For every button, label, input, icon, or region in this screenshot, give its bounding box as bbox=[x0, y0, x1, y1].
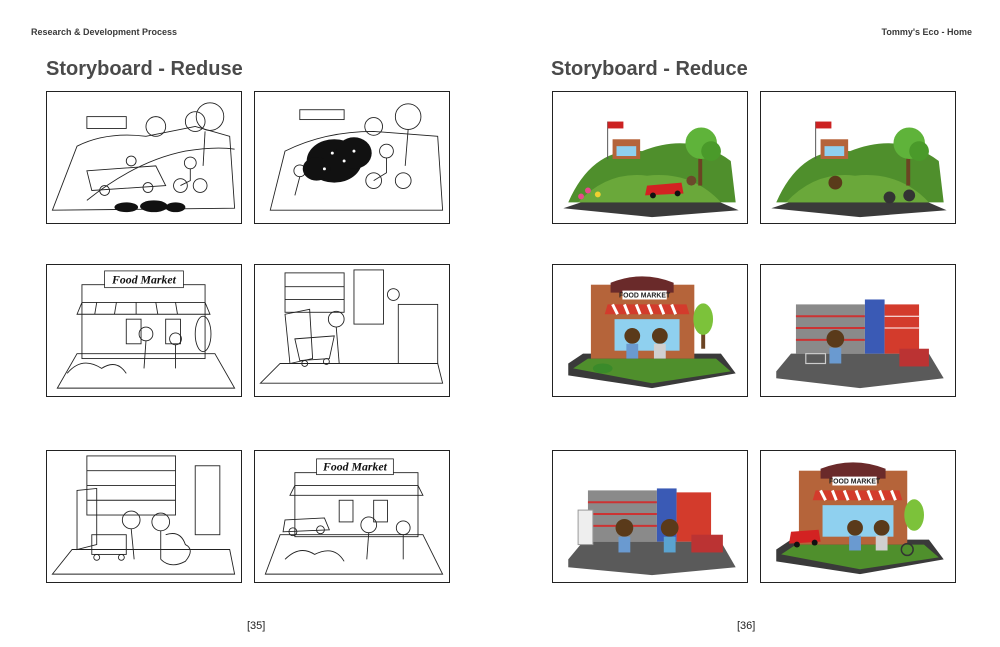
render-illustration bbox=[568, 488, 736, 576]
sketch-illustration bbox=[51, 102, 236, 213]
sketch-illustration: Food Market bbox=[264, 458, 444, 575]
food-market-sign: FOOD MARKET bbox=[619, 293, 671, 300]
render-panel-market-front: FOOD MARKET bbox=[552, 264, 748, 397]
running-header-right: Tommy's Eco - Home bbox=[881, 27, 973, 37]
sketch-panel-road-car bbox=[46, 91, 242, 224]
render-panel-market-car: FOOD MARKET bbox=[760, 450, 956, 583]
render-illustration bbox=[563, 121, 739, 218]
sketch-illustration bbox=[269, 103, 444, 211]
render-panel-shelves bbox=[552, 450, 748, 583]
sketch-illustration bbox=[259, 269, 444, 384]
page-number-left: [35] bbox=[247, 620, 266, 632]
running-header-left: Research & Development Process bbox=[31, 27, 178, 37]
sketch-panel-store-interior bbox=[254, 264, 450, 397]
page-number-right: [36] bbox=[737, 620, 756, 632]
sketch-panel-market-car: Food Market bbox=[254, 450, 450, 583]
render-illustration bbox=[776, 299, 944, 389]
sketch-panel-market-front: Food Market bbox=[46, 264, 242, 397]
food-market-sign: Food Market bbox=[322, 460, 388, 474]
render-panel-store-interior bbox=[760, 264, 956, 397]
page-title-left: Storyboard - Reduse bbox=[46, 58, 243, 80]
food-market-sign: FOOD MARKET bbox=[829, 479, 881, 486]
render-panel-hill-market bbox=[552, 91, 748, 224]
render-illustration: FOOD MARKET bbox=[776, 462, 944, 575]
render-illustration bbox=[771, 121, 947, 218]
food-market-sign: Food Market bbox=[111, 273, 177, 287]
sketch-illustration: Food Market bbox=[56, 270, 236, 389]
sketch-panel-smoke bbox=[254, 91, 450, 224]
sketch-panel-shelves bbox=[46, 450, 242, 583]
render-panel-hill-dark bbox=[760, 91, 956, 224]
render-illustration: FOOD MARKET bbox=[568, 276, 736, 389]
sketch-illustration bbox=[51, 455, 236, 575]
page-title-right: Storyboard - Reduce bbox=[551, 58, 748, 80]
